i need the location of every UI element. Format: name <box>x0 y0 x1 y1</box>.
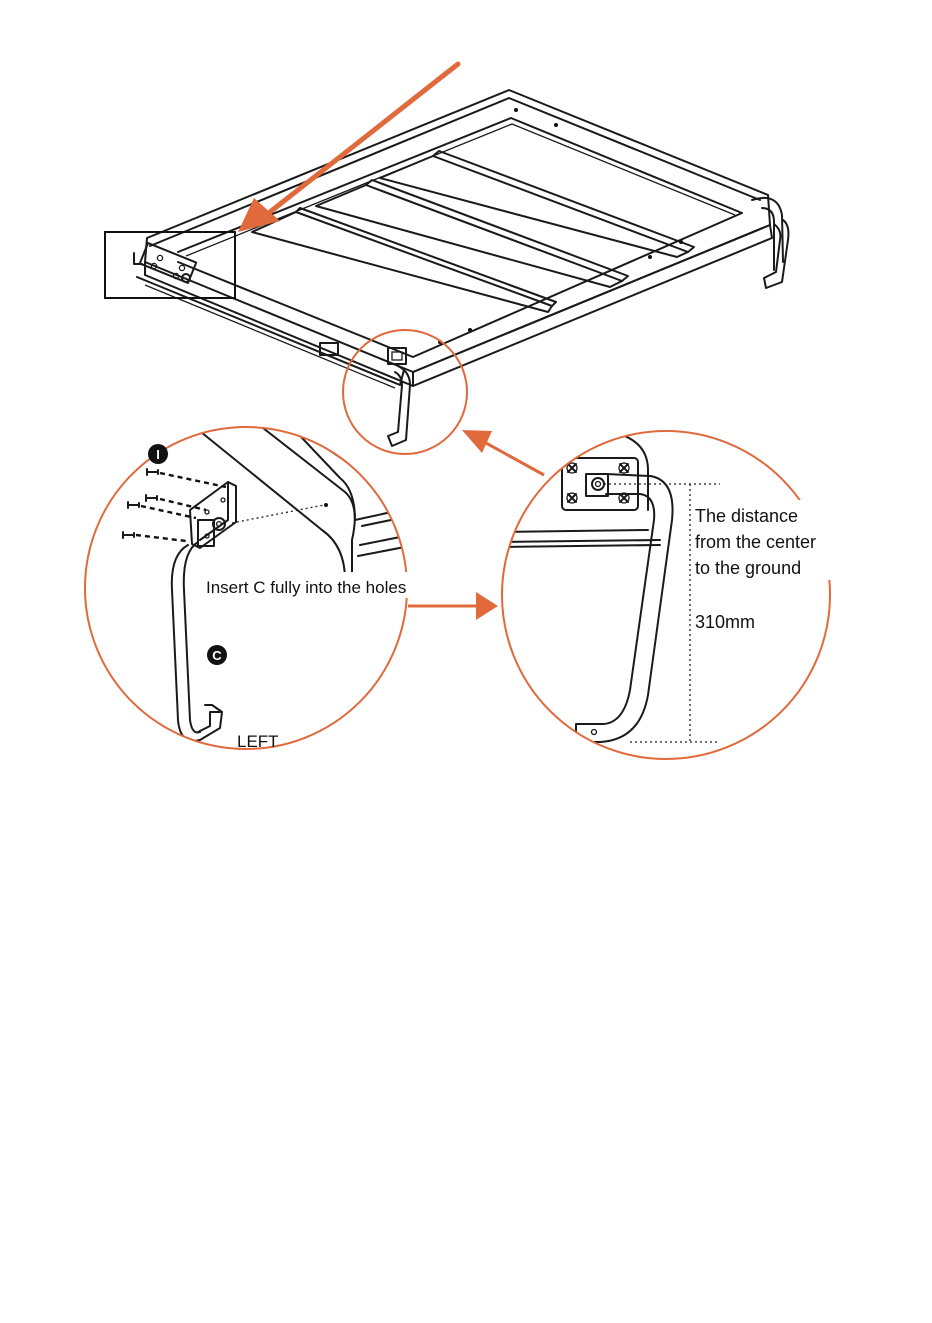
detail-arrow <box>462 430 544 475</box>
svg-text:I: I <box>156 447 160 462</box>
left-detail: I C Insert C fully into the holes LEFT <box>85 410 410 751</box>
svg-text:C: C <box>212 648 222 663</box>
screw-marker: I <box>148 444 168 464</box>
transition-arrow <box>408 592 498 620</box>
side-label: LEFT <box>237 732 279 751</box>
distance-label-line3: to the ground <box>695 558 801 578</box>
measurement-label: 310mm <box>695 612 755 632</box>
bed-frame <box>105 90 788 446</box>
right-detail: The distance from the center to the grou… <box>500 431 833 759</box>
distance-label-line1: The distance <box>695 506 798 526</box>
distance-label-line2: from the center <box>695 532 816 552</box>
insert-instruction: Insert C fully into the holes <box>206 578 406 597</box>
leg-marker: C <box>207 645 227 665</box>
